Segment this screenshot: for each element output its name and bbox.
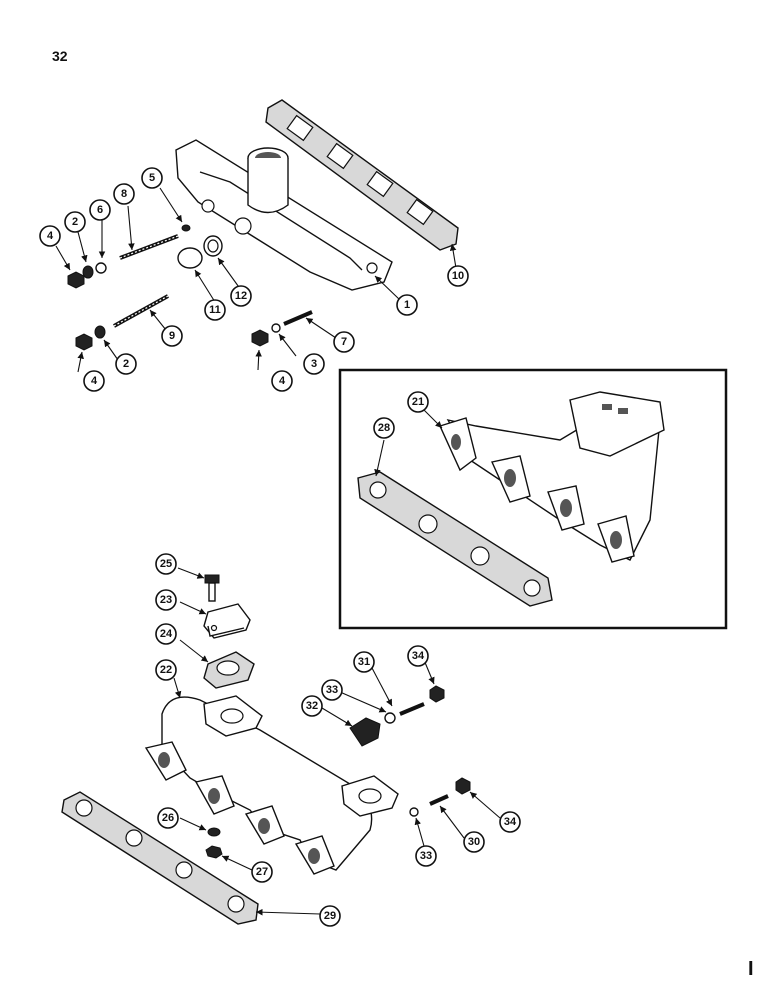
callout-1: 1 — [396, 294, 418, 316]
flange-gasket-part — [203, 651, 255, 689]
callout-4c: 4 — [271, 370, 293, 392]
callout-26: 26 — [157, 807, 179, 829]
callout-33b: 33 — [415, 845, 437, 867]
bolt-part — [204, 574, 220, 602]
svg-text:21: 21 — [412, 396, 424, 408]
fastener-parts-top — [67, 224, 313, 351]
callout-31: 31 — [353, 651, 375, 673]
leaders-inset — [374, 409, 443, 477]
callout-21: 21 — [407, 391, 429, 413]
callout-32: 32 — [301, 695, 323, 717]
nut-washer-parts — [205, 827, 223, 859]
svg-text:31: 31 — [358, 656, 370, 668]
svg-text:22: 22 — [160, 664, 172, 676]
callout-4: 4 — [39, 225, 61, 247]
exhaust-manifold-part — [144, 695, 399, 875]
stud-nut-parts-right — [349, 685, 471, 817]
svg-text:33: 33 — [420, 850, 432, 862]
svg-text:32: 32 — [306, 700, 318, 712]
svg-text:29: 29 — [324, 910, 336, 922]
callout-11: 11 — [204, 299, 226, 321]
svg-text:27: 27 — [256, 866, 268, 878]
exhaust-gasket-part — [61, 791, 259, 925]
svg-text:1: 1 — [404, 299, 410, 311]
svg-text:11: 11 — [209, 304, 221, 316]
svg-text:2: 2 — [72, 216, 78, 228]
corner-mark: I — [748, 958, 754, 980]
callout-9: 9 — [161, 325, 183, 347]
exhaust-manifold-inset-part — [439, 391, 665, 563]
callout-2b: 2 — [115, 353, 137, 375]
svg-text:4: 4 — [91, 375, 98, 387]
callout-27: 27 — [251, 861, 273, 883]
callout-24: 24 — [155, 623, 177, 645]
svg-text:4: 4 — [47, 230, 54, 242]
inset-frame — [338, 368, 728, 630]
svg-text:3: 3 — [311, 358, 317, 370]
callout-30: 30 — [463, 831, 485, 853]
svg-text:34: 34 — [504, 816, 517, 828]
svg-text:6: 6 — [97, 204, 103, 216]
svg-text:34: 34 — [412, 650, 425, 662]
callout-6: 6 — [89, 199, 111, 221]
svg-text:28: 28 — [378, 422, 390, 434]
svg-text:30: 30 — [468, 836, 480, 848]
callout-34: 34 — [407, 645, 429, 667]
svg-text:24: 24 — [160, 628, 173, 640]
intake-gasket-part — [265, 99, 459, 251]
svg-text:25: 25 — [160, 558, 172, 570]
callout-23: 23 — [155, 589, 177, 611]
callout-10: 10 — [447, 265, 469, 287]
callout-12: 12 — [230, 285, 252, 307]
svg-text:10: 10 — [452, 270, 464, 282]
svg-text:26: 26 — [162, 812, 174, 824]
svg-text:33: 33 — [326, 684, 338, 696]
svg-text:23: 23 — [160, 594, 172, 606]
svg-text:4: 4 — [279, 375, 286, 387]
svg-text:5: 5 — [149, 172, 155, 184]
leaders-bottom — [173, 567, 501, 916]
svg-text:2: 2 — [123, 358, 129, 370]
svg-text:9: 9 — [169, 330, 175, 342]
page-number: 32 — [52, 48, 68, 64]
exhaust-gasket-inset-part — [357, 471, 553, 607]
svg-text:8: 8 — [121, 188, 127, 200]
callout-28: 28 — [373, 417, 395, 439]
callout-4b: 4 — [83, 370, 105, 392]
callout-25: 25 — [155, 553, 177, 575]
callout-3: 3 — [303, 353, 325, 375]
svg-text:7: 7 — [341, 336, 347, 348]
intake-manifold-part — [175, 139, 393, 291]
callout-29: 29 — [319, 905, 341, 927]
callout-8: 8 — [113, 183, 135, 205]
leaders-top — [55, 187, 457, 373]
svg-text:12: 12 — [235, 290, 247, 302]
callout-34b: 34 — [499, 811, 521, 833]
cover-plate-part — [203, 603, 251, 639]
callout-33: 33 — [321, 679, 343, 701]
callout-22: 22 — [155, 659, 177, 681]
callout-2: 2 — [64, 211, 86, 233]
callout-5: 5 — [141, 167, 163, 189]
callout-7: 7 — [333, 331, 355, 353]
